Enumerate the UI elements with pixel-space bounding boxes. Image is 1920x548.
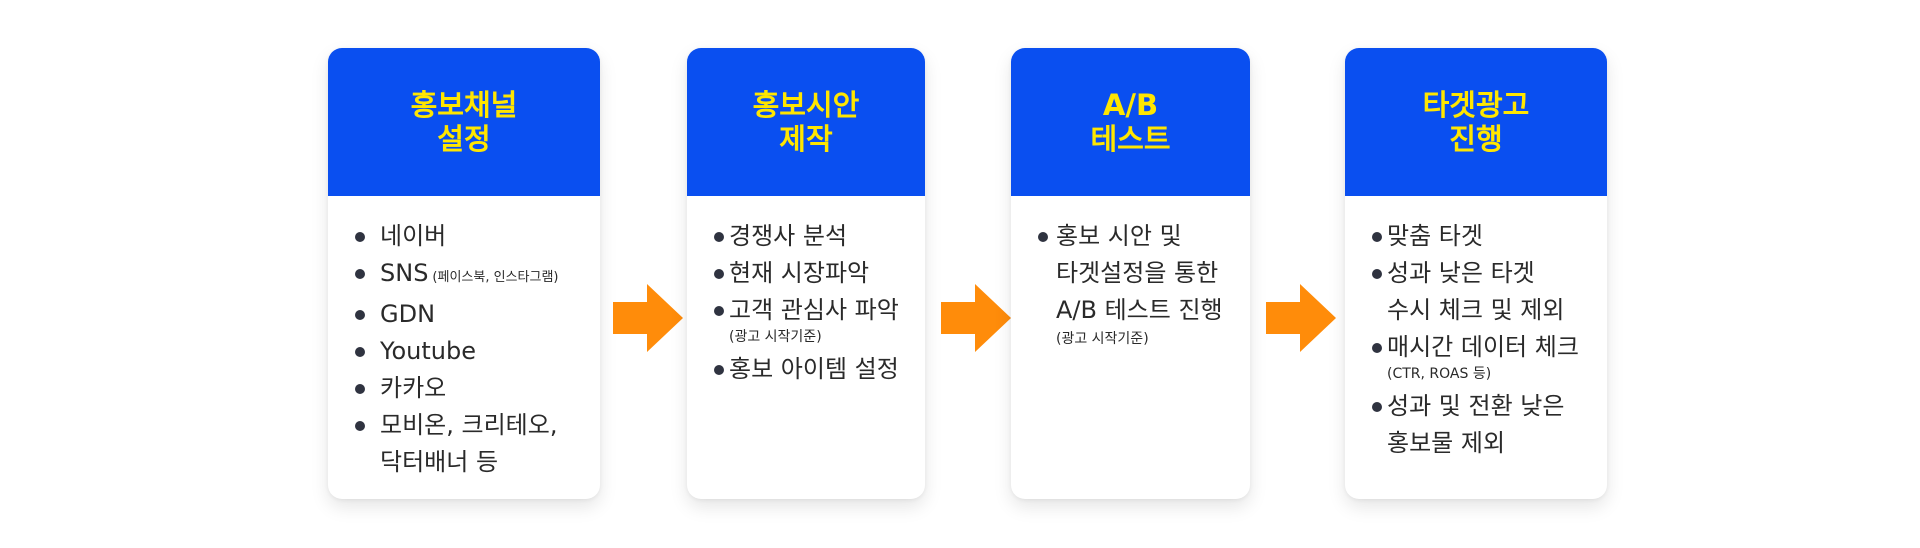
item-note: (CTR, ROAS 등) xyxy=(1387,366,1492,382)
step-header: A/B 테스트 xyxy=(1011,48,1250,196)
step-item-list: 홍보 시안 및 타겟설정을 통한 A/B 테스트 진행(광고 시작기준) xyxy=(1011,218,1250,349)
step-body: 네이버 SNS(페이스북, 인스타그램) GDN Youtube 카카오 모비온… xyxy=(328,196,600,481)
step-body: 맞춤 타겟 성과 낮은 타겟 수시 체크 및 제외 매시간 데이터 체크(CTR… xyxy=(1345,196,1607,462)
item-note: (광고 시작기준) xyxy=(729,329,822,345)
list-item: 홍보 아이템 설정 xyxy=(687,351,925,388)
list-item: 모비온, 크리테오, 닥터배너 등 xyxy=(328,407,600,481)
list-item: SNS(페이스북, 인스타그램) xyxy=(328,255,600,296)
list-item: 고객 관심사 파악(광고 시작기준) xyxy=(687,292,925,347)
step-body: 경쟁사 분석 현재 시장파악 고객 관심사 파악(광고 시작기준) 홍보 아이템… xyxy=(687,196,925,388)
step-header: 홍보채널 설정 xyxy=(328,48,600,196)
list-item: 성과 및 전환 낮은 홍보물 제외 xyxy=(1345,388,1607,462)
step-card-channel-setup: 홍보채널 설정 네이버 SNS(페이스북, 인스타그램) GDN Youtube… xyxy=(328,48,600,499)
step-body: 홍보 시안 및 타겟설정을 통한 A/B 테스트 진행(광고 시작기준) xyxy=(1011,196,1250,349)
list-item: GDN xyxy=(328,296,600,333)
list-item: 성과 낮은 타겟 수시 체크 및 제외 xyxy=(1345,255,1607,329)
step-header: 타겟광고 진행 xyxy=(1345,48,1607,196)
list-item: 카카오 xyxy=(328,370,600,407)
list-item: 네이버 xyxy=(328,218,600,255)
step-card-ab-test: A/B 테스트 홍보 시안 및 타겟설정을 통한 A/B 테스트 진행(광고 시… xyxy=(1011,48,1250,499)
step-header: 홍보시안 제작 xyxy=(687,48,925,196)
arrow-right-icon xyxy=(613,284,683,352)
list-item: 경쟁사 분석 xyxy=(687,218,925,255)
step-item-list: 네이버 SNS(페이스북, 인스타그램) GDN Youtube 카카오 모비온… xyxy=(328,218,600,481)
arrow-right-icon xyxy=(1266,284,1336,352)
step-title: A/B 테스트 xyxy=(1090,88,1171,156)
step-item-list: 맞춤 타겟 성과 낮은 타겟 수시 체크 및 제외 매시간 데이터 체크(CTR… xyxy=(1345,218,1607,462)
list-item: Youtube xyxy=(328,333,600,370)
list-item: 매시간 데이터 체크(CTR, ROAS 등) xyxy=(1345,329,1607,384)
list-item: 현재 시장파악 xyxy=(687,255,925,292)
step-item-list: 경쟁사 분석 현재 시장파악 고객 관심사 파악(광고 시작기준) 홍보 아이템… xyxy=(687,218,925,388)
step-card-targeted-ads: 타겟광고 진행 맞춤 타겟 성과 낮은 타겟 수시 체크 및 제외 매시간 데이… xyxy=(1345,48,1607,499)
arrow-right-icon xyxy=(941,284,1011,352)
step-card-draft-production: 홍보시안 제작 경쟁사 분석 현재 시장파악 고객 관심사 파악(광고 시작기준… xyxy=(687,48,925,499)
item-note: (광고 시작기준) xyxy=(1056,331,1149,347)
list-item: 맞춤 타겟 xyxy=(1345,218,1607,255)
list-item: 홍보 시안 및 타겟설정을 통한 A/B 테스트 진행(광고 시작기준) xyxy=(1011,218,1250,349)
step-title: 홍보채널 설정 xyxy=(410,88,518,156)
step-title: 홍보시안 제작 xyxy=(752,88,860,156)
step-title: 타겟광고 진행 xyxy=(1422,88,1530,156)
item-detail: (페이스북, 인스타그램) xyxy=(432,270,559,285)
